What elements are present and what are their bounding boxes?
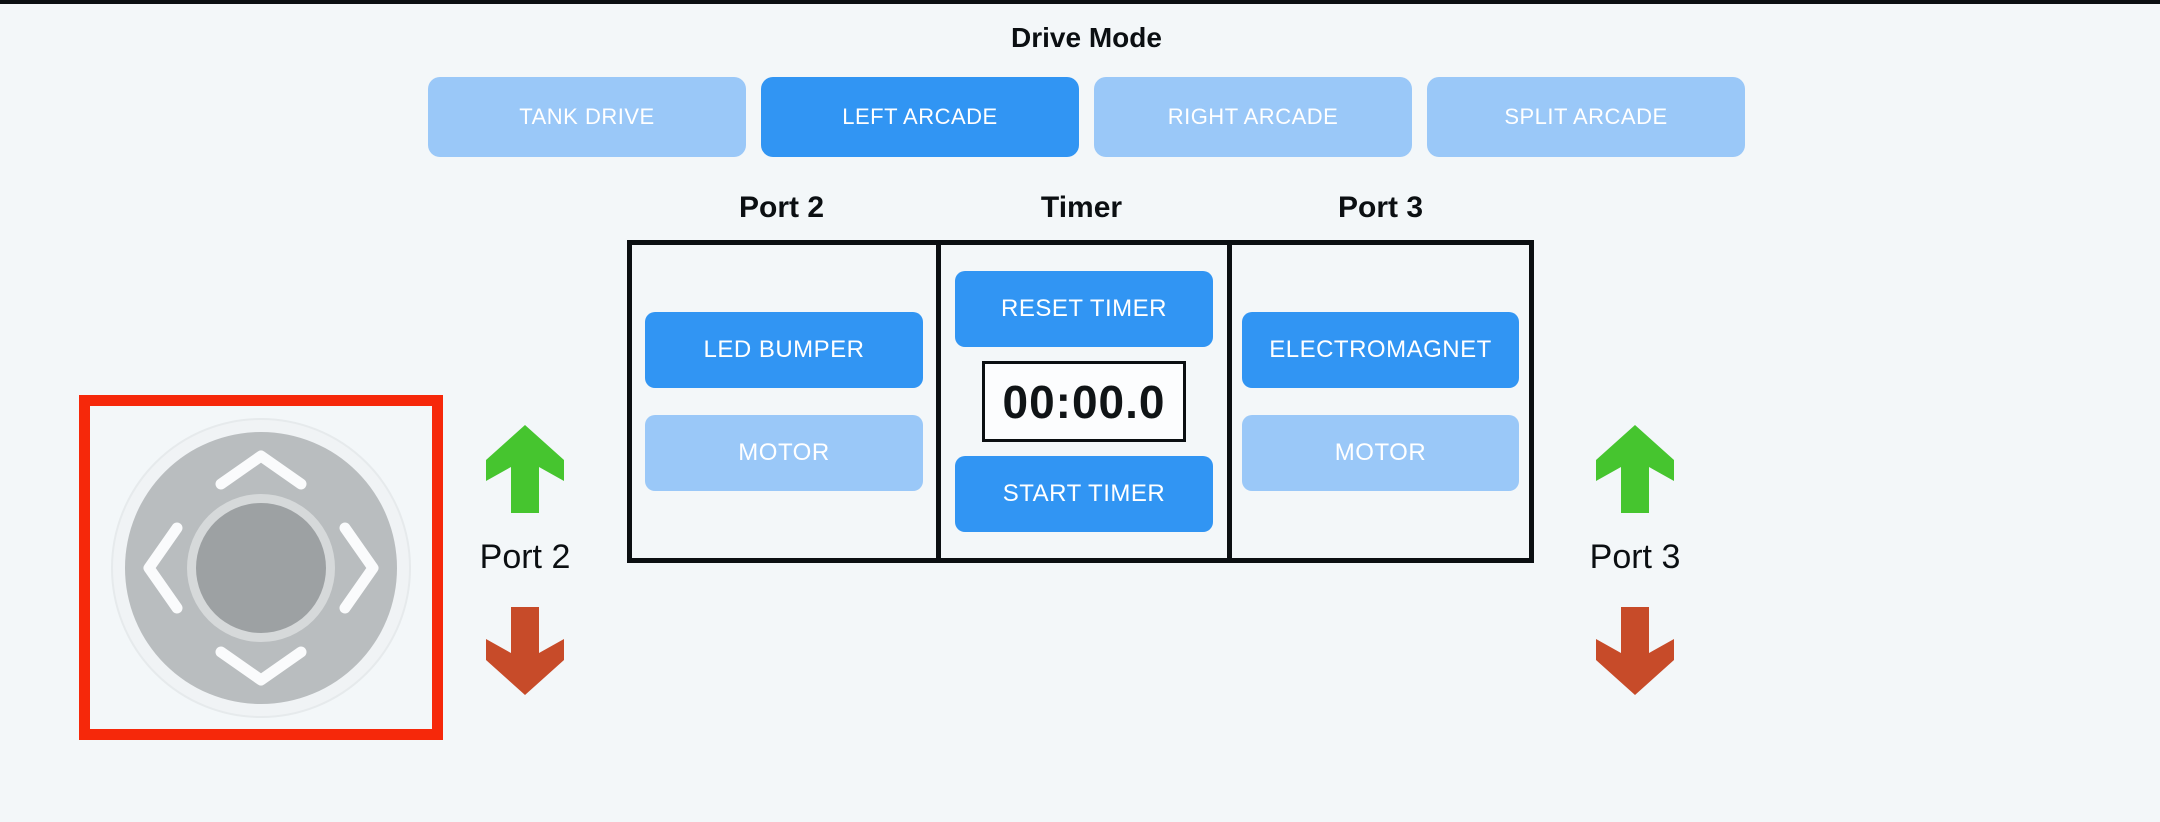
drive-mode-split-arcade-button[interactable]: SPLIT ARCADE — [1427, 77, 1745, 157]
port2-up-arrow-icon — [486, 425, 564, 513]
port2-column: LED BUMPER MOTOR — [632, 245, 941, 558]
panel-headers: Port 2 Timer Port 3 — [627, 186, 1534, 230]
start-timer-button[interactable]: START TIMER — [955, 456, 1213, 532]
led-bumper-button[interactable]: LED BUMPER — [645, 312, 923, 388]
chevron-down-icon — [215, 646, 307, 685]
drive-mode-left-arcade-button[interactable]: LEFT ARCADE — [761, 77, 1079, 157]
joystick-selection-frame — [79, 395, 443, 740]
joystick-base[interactable] — [125, 431, 397, 704]
drive-mode-right-arcade-button[interactable]: RIGHT ARCADE — [1094, 77, 1412, 157]
chevron-left-icon — [143, 522, 183, 613]
timer-column-header: Timer — [1040, 191, 1123, 224]
electromagnet-button[interactable]: ELECTROMAGNET — [1242, 312, 1519, 388]
port3-motor-button[interactable]: MOTOR — [1242, 415, 1519, 491]
timer-column: RESET TIMER 00:00.0 START TIMER — [941, 245, 1232, 558]
port3-column-header: Port 3 — [1337, 191, 1424, 224]
port2-column-header: Port 2 — [738, 191, 825, 224]
port2-indicator-label: Port 2 — [479, 538, 571, 576]
control-panel: LED BUMPER MOTOR RESET TIMER 00:00.0 STA… — [627, 240, 1534, 563]
timer-display: 00:00.0 — [982, 361, 1186, 442]
top-border — [0, 0, 2160, 4]
port3-column: ELECTROMAGNET MOTOR — [1232, 245, 1529, 558]
port2-direction-indicator: Port 2 — [459, 425, 591, 695]
drive-mode-tank-drive-button[interactable]: TANK DRIVE — [428, 77, 746, 157]
port2-motor-button[interactable]: MOTOR — [645, 415, 923, 491]
reset-timer-button[interactable]: RESET TIMER — [955, 271, 1213, 347]
drive-mode-title: Drive Mode — [1011, 22, 1162, 53]
joystick-knob[interactable] — [196, 502, 326, 633]
chevron-right-icon — [339, 522, 379, 613]
drive-mode-selector: TANK DRIVE LEFT ARCADE RIGHT ARCADE SPLI… — [428, 77, 1745, 157]
joystick-knob-ring — [187, 493, 335, 642]
joystick-outer-circle — [111, 417, 411, 718]
port3-down-arrow-icon — [1596, 607, 1674, 695]
chevron-up-icon — [215, 450, 307, 489]
port2-down-arrow-icon — [486, 607, 564, 695]
port3-up-arrow-icon — [1596, 425, 1674, 513]
port3-direction-indicator: Port 3 — [1569, 425, 1701, 695]
port3-indicator-label: Port 3 — [1589, 538, 1681, 576]
